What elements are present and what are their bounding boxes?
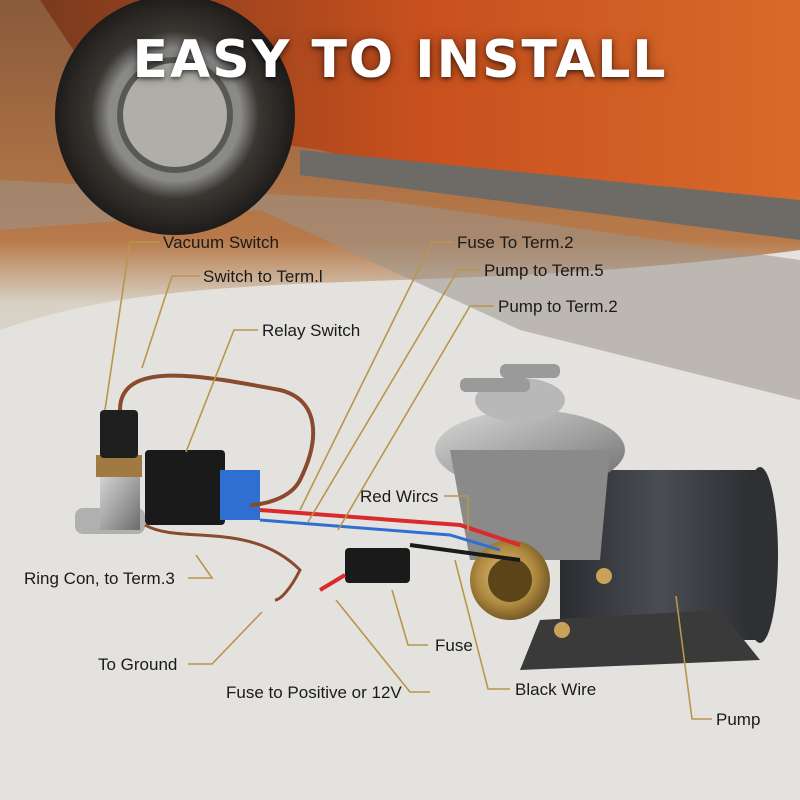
label-fuse: Fuse <box>435 636 473 655</box>
blue-wire-a <box>259 518 501 552</box>
black-wire <box>409 543 521 562</box>
pump-bracket <box>520 610 760 670</box>
label-ring-con: Ring Con, to Term.3 <box>24 569 175 588</box>
vacuum-hose <box>118 373 316 507</box>
label-to-ground: To Ground <box>98 655 178 674</box>
page-title: EASY TO INSTALL <box>132 30 668 90</box>
label-pump: Pump <box>716 710 761 729</box>
label-relay-switch: Relay Switch <box>262 321 361 340</box>
label-switch-to-term1: Switch to Term.l <box>203 267 323 286</box>
ground-wire <box>144 523 302 602</box>
pump-assembly <box>435 364 778 670</box>
label-pump-to-term2: Pump to Term.2 <box>498 297 618 316</box>
label-pump-to-term5: Pump to Term.5 <box>484 261 604 280</box>
label-vacuum-switch: Vacuum Switch <box>163 233 279 252</box>
car-shadow <box>0 180 800 400</box>
label-red-wires: Red Wircs <box>360 487 439 506</box>
red-wire-positive <box>318 573 347 592</box>
car-sill <box>300 150 800 240</box>
label-fuse-to-term2: Fuse To Term.2 <box>457 233 574 252</box>
vacuum-switch-assembly <box>75 410 145 534</box>
red-wire-a <box>259 508 521 547</box>
leader-lines <box>104 241 712 720</box>
wheel-rim <box>117 57 233 173</box>
fuse-holder <box>345 548 410 583</box>
relay-assembly <box>145 450 260 525</box>
label-fuse-to-positive: Fuse to Positive or 12V <box>226 683 402 702</box>
label-black-wire: Black Wire <box>515 680 597 699</box>
